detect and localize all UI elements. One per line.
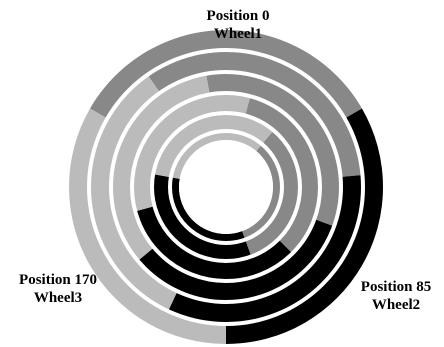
wheel2-name-text: Wheel2 xyxy=(371,297,421,313)
wheel2-ring3-sector xyxy=(137,219,335,302)
ring-separators xyxy=(87,48,365,326)
wheel1-ring5-sector xyxy=(242,130,301,257)
wheel2-ring1-sector xyxy=(226,108,384,345)
wheel3-position-text: Position 170 xyxy=(19,272,97,288)
wheel2-ring4-sector xyxy=(135,206,293,281)
wheel3-name-text: Wheel3 xyxy=(33,290,83,306)
wheel1-ring3-sector xyxy=(206,72,341,227)
wheel3-ring2-sector xyxy=(89,74,178,312)
ring-separator xyxy=(150,111,302,263)
wheel1-position-text: Position 0 xyxy=(206,8,270,24)
wheel2-ring5-sector xyxy=(152,174,252,261)
wheel2-ring2-sector xyxy=(168,175,363,324)
wheel1-label: Position 0 Wheel1 xyxy=(188,7,288,43)
ring-separator xyxy=(130,91,322,283)
wheel1-name-text: Wheel1 xyxy=(213,26,263,42)
wheel1-ring4-sector xyxy=(245,96,320,254)
wheel1-ring1-sector xyxy=(90,30,362,119)
center-hole xyxy=(179,140,273,234)
wheel3-ring1-sector xyxy=(68,108,227,344)
wheel2-label: Position 85 Wheel2 xyxy=(352,278,440,314)
wheel1-ring2-sector xyxy=(147,50,363,177)
ring-separator xyxy=(168,129,284,245)
wheel3-ring5-sector xyxy=(153,113,274,179)
ring-separator xyxy=(87,48,365,326)
ring-separator xyxy=(109,70,343,304)
wheel3-ring4-sector xyxy=(132,93,251,212)
wheel2-position-text: Position 85 xyxy=(360,279,432,295)
wheel3-label: Position 170 Wheel3 xyxy=(4,271,112,307)
